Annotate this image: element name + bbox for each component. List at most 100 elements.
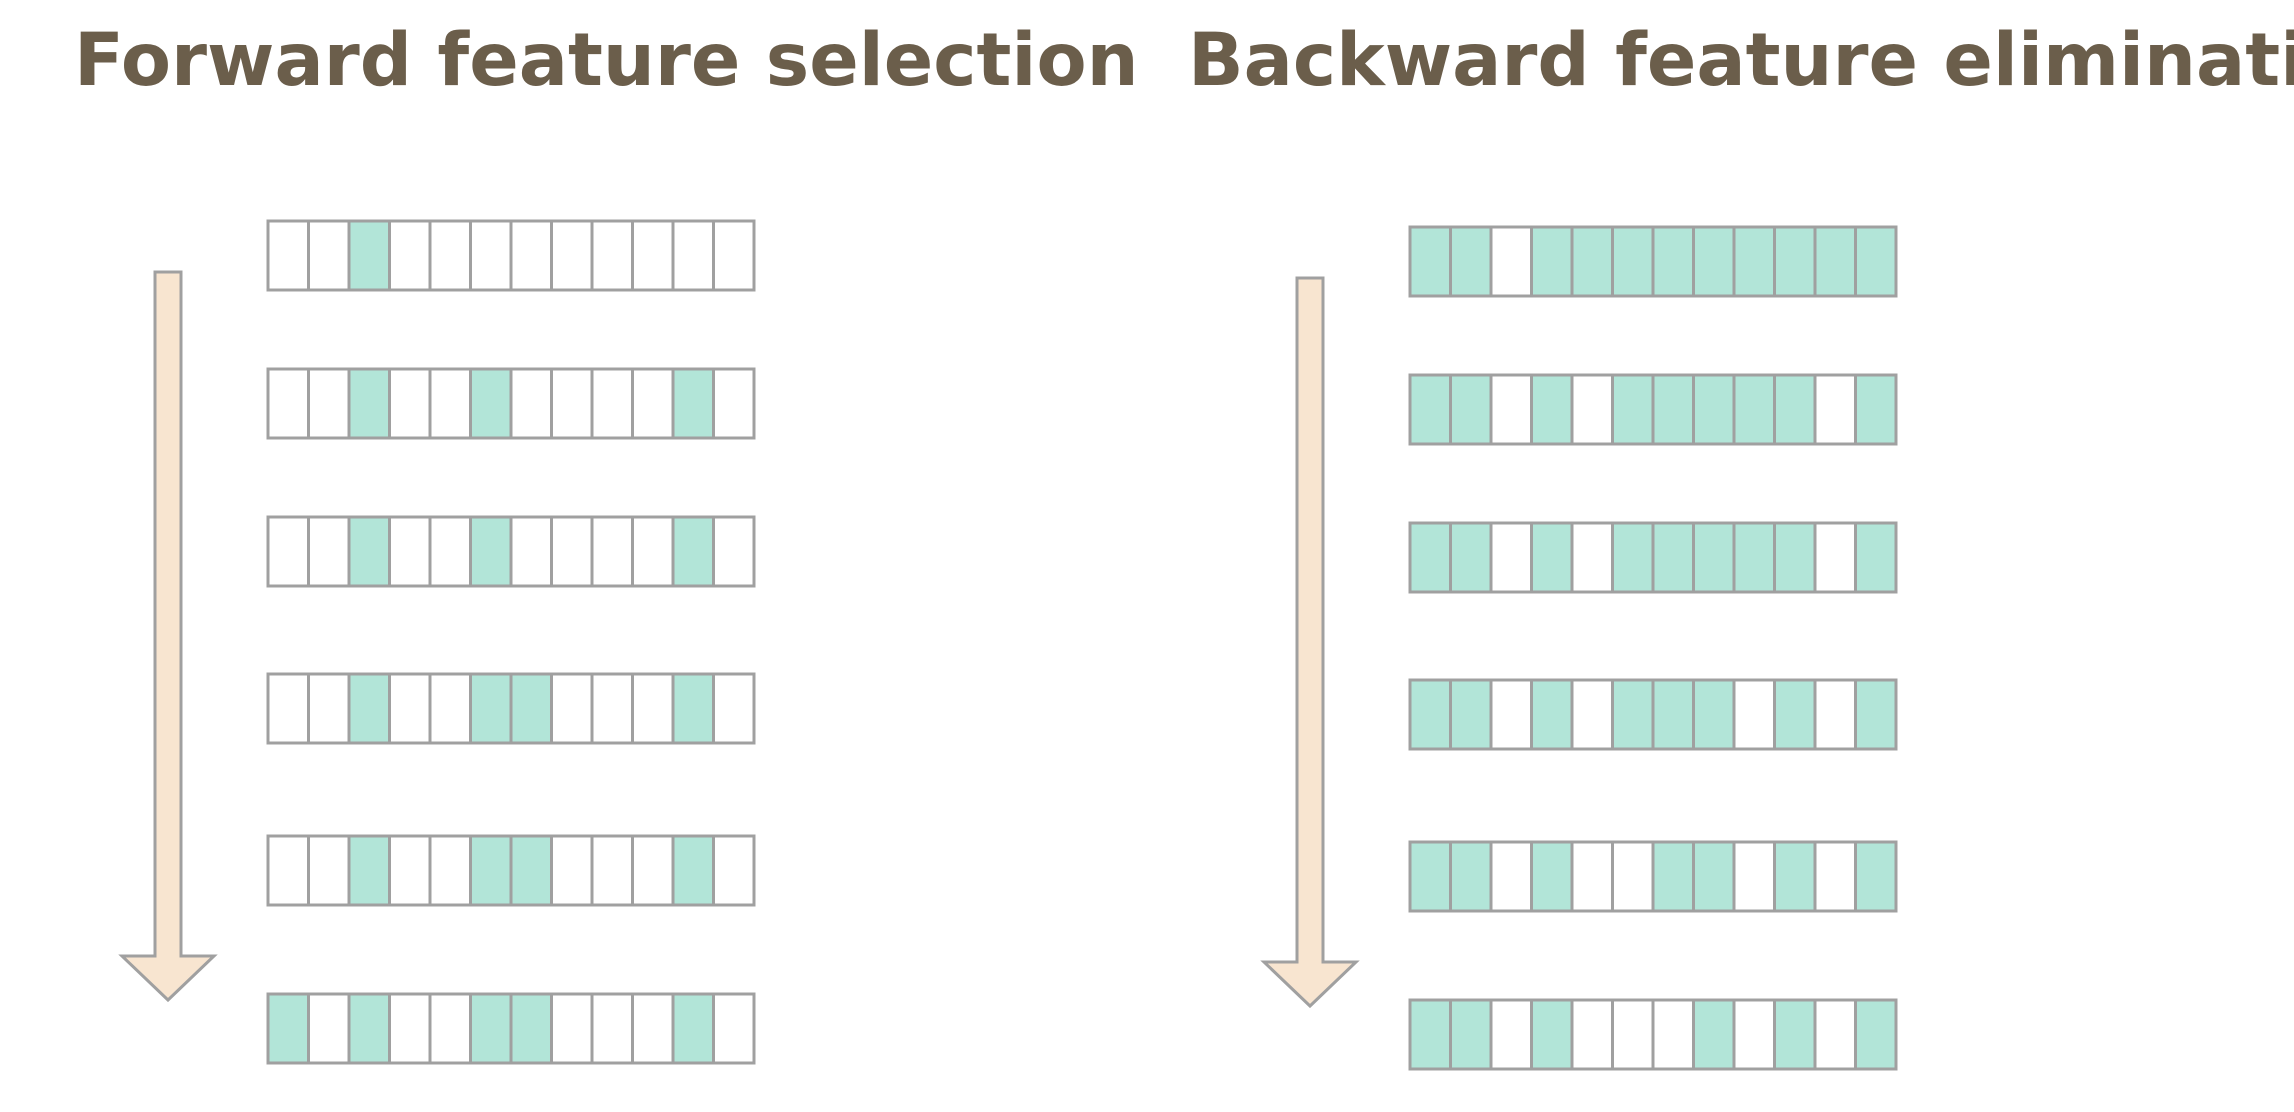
selected-feature-cell (1449, 225, 1493, 298)
unselected-feature-cell (428, 834, 472, 907)
selected-feature-cell (1651, 678, 1695, 751)
backward-step-row (1408, 998, 1898, 1071)
unselected-feature-cell (1489, 998, 1533, 1071)
unselected-feature-cell (631, 834, 675, 907)
selected-feature-cell (469, 367, 513, 440)
unselected-feature-cell (590, 367, 634, 440)
unselected-feature-cell (550, 834, 594, 907)
unselected-feature-cell (712, 219, 756, 292)
selected-feature-cell (1530, 225, 1574, 298)
unselected-feature-cell (712, 834, 756, 907)
unselected-feature-cell (428, 992, 472, 1065)
unselected-feature-cell (509, 219, 553, 292)
unselected-feature-cell (509, 515, 553, 588)
unselected-feature-cell (1489, 225, 1533, 298)
unselected-feature-cell (1489, 840, 1533, 913)
selected-feature-cell (1611, 678, 1655, 751)
unselected-feature-cell (388, 992, 432, 1065)
selected-feature-cell (1449, 998, 1493, 1071)
unselected-feature-cell (550, 672, 594, 745)
selected-feature-cell (469, 515, 513, 588)
selected-feature-cell (1773, 998, 1817, 1071)
selected-feature-cell (1408, 998, 1452, 1071)
unselected-feature-cell (307, 367, 351, 440)
unselected-feature-cell (550, 219, 594, 292)
unselected-feature-cell (1489, 373, 1533, 446)
unselected-feature-cell (550, 515, 594, 588)
selected-feature-cell (347, 367, 391, 440)
selected-feature-cell (1854, 998, 1898, 1071)
selected-feature-cell (1732, 521, 1776, 594)
unselected-feature-cell (1570, 840, 1614, 913)
unselected-feature-cell (388, 672, 432, 745)
forward-step-row (266, 367, 756, 440)
selected-feature-cell (509, 834, 553, 907)
selected-feature-cell (1692, 998, 1736, 1071)
selected-feature-cell (1408, 225, 1452, 298)
forward-selection-title: Forward feature selection (74, 18, 1139, 103)
selected-feature-cell (1773, 840, 1817, 913)
selected-feature-cell (1854, 225, 1898, 298)
selected-feature-cell (1530, 678, 1574, 751)
unselected-feature-cell (509, 367, 553, 440)
selected-feature-cell (1692, 225, 1736, 298)
selected-feature-cell (671, 672, 715, 745)
selected-feature-cell (671, 834, 715, 907)
unselected-feature-cell (550, 992, 594, 1065)
selected-feature-cell (1773, 373, 1817, 446)
forward-selection-steps (266, 219, 756, 1065)
selected-feature-cell (1651, 225, 1695, 298)
selected-feature-cell (671, 367, 715, 440)
unselected-feature-cell (1570, 373, 1614, 446)
selected-feature-cell (1692, 840, 1736, 913)
unselected-feature-cell (1813, 521, 1857, 594)
unselected-feature-cell (428, 367, 472, 440)
selected-feature-cell (266, 992, 310, 1065)
selected-feature-cell (1449, 373, 1493, 446)
unselected-feature-cell (307, 219, 351, 292)
forward-direction-arrow (118, 270, 218, 1003)
unselected-feature-cell (266, 515, 310, 588)
selected-feature-cell (1692, 521, 1736, 594)
selected-feature-cell (469, 672, 513, 745)
selected-feature-cell (1449, 840, 1493, 913)
selected-feature-cell (1854, 840, 1898, 913)
unselected-feature-cell (428, 672, 472, 745)
unselected-feature-cell (631, 515, 675, 588)
unselected-feature-cell (266, 367, 310, 440)
forward-step-row (266, 834, 756, 907)
unselected-feature-cell (631, 219, 675, 292)
unselected-feature-cell (428, 515, 472, 588)
selected-feature-cell (1408, 373, 1452, 446)
unselected-feature-cell (671, 219, 715, 292)
selected-feature-cell (1530, 373, 1574, 446)
unselected-feature-cell (1611, 998, 1655, 1071)
forward-step-row (266, 672, 756, 745)
backward-elimination-steps (1408, 225, 1898, 1071)
unselected-feature-cell (631, 672, 675, 745)
unselected-feature-cell (1732, 998, 1776, 1071)
down-arrow-icon (118, 270, 218, 1003)
unselected-feature-cell (631, 367, 675, 440)
unselected-feature-cell (388, 515, 432, 588)
backward-step-row (1408, 678, 1898, 751)
selected-feature-cell (1530, 840, 1574, 913)
backward-step-row (1408, 521, 1898, 594)
selected-feature-cell (347, 515, 391, 588)
selected-feature-cell (1611, 521, 1655, 594)
forward-step-row (266, 219, 756, 292)
selected-feature-cell (671, 515, 715, 588)
down-arrow-icon (1260, 276, 1360, 1009)
selected-feature-cell (1449, 521, 1493, 594)
selected-feature-cell (347, 219, 391, 292)
unselected-feature-cell (1813, 678, 1857, 751)
selected-feature-cell (1854, 678, 1898, 751)
forward-step-row (266, 992, 756, 1065)
unselected-feature-cell (266, 219, 310, 292)
selected-feature-cell (1408, 840, 1452, 913)
unselected-feature-cell (388, 834, 432, 907)
selected-feature-cell (1692, 678, 1736, 751)
unselected-feature-cell (1813, 373, 1857, 446)
unselected-feature-cell (590, 219, 634, 292)
